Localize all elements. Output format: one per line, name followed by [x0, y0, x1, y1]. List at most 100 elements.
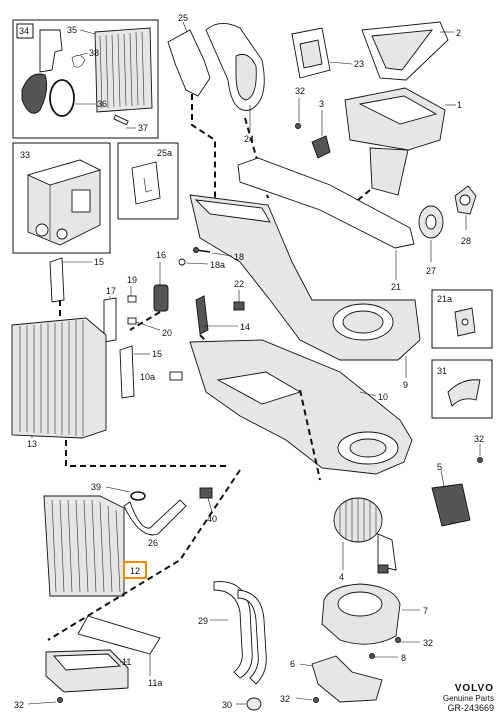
callout-1: 1 [457, 100, 462, 110]
callout-25a: 25a [157, 148, 172, 158]
callout-15-top: 15 [94, 257, 104, 267]
callout-21: 21 [391, 282, 401, 292]
inset-25a: 25a [117, 142, 179, 220]
filter-group-12: 12 [43, 495, 147, 597]
callout-29: 29 [198, 616, 208, 626]
clip-part-3 [311, 135, 331, 159]
callout-box-12[interactable] [123, 561, 147, 579]
callout-25: 25 [178, 13, 188, 23]
bracket-part-15-lower [119, 345, 135, 399]
inset-31: 31 [431, 359, 493, 419]
grommet-part-30 [246, 697, 262, 711]
plate-part-25a [131, 161, 161, 205]
callout-19: 19 [127, 275, 137, 285]
washer-part-18a [178, 258, 186, 266]
heater-core-group-13: 13 [11, 317, 107, 449]
screw-part-32-mid [395, 637, 401, 643]
callout-32-top: 32 [295, 86, 305, 96]
screw-part-32-top [295, 123, 301, 129]
diagram-reference: GR-243669 [447, 703, 494, 713]
seal-part-31 [447, 379, 481, 407]
callout-33: 33 [20, 150, 30, 160]
ring-part-19 [127, 295, 137, 303]
bracket-part-25 [167, 29, 211, 97]
screw-part-32-lower [313, 697, 319, 703]
callout-26: 26 [148, 538, 158, 548]
callout-32-bottom: 32 [14, 700, 24, 710]
brand-logo: VOLVO [454, 683, 494, 694]
callout-30: 30 [222, 700, 232, 710]
callout-31: 31 [437, 366, 447, 376]
drain-hose-group: 29 30 [198, 581, 267, 711]
callout-24: 24 [244, 134, 254, 144]
cabin-filter-part-12 [43, 495, 125, 597]
callout-2: 2 [456, 28, 461, 38]
callout-35: 35 [67, 25, 77, 35]
sheet-part-11a [77, 615, 161, 655]
callout-40: 40 [207, 514, 217, 524]
screw-part-8 [369, 653, 375, 659]
callout-11: 11 [122, 657, 131, 667]
callout-11a: 11a [148, 678, 162, 688]
duct-part-21 [237, 157, 415, 249]
brand-subtitle: Genuine Parts [442, 694, 494, 703]
sensor-part-40 [199, 487, 213, 499]
callout-9: 9 [403, 380, 408, 390]
callout-13: 13 [27, 439, 37, 449]
callout-32-mid: 32 [423, 638, 433, 648]
hose-part-26 [123, 499, 187, 536]
blower-group: 5 32 4 7 32 8 6 32 [280, 434, 484, 704]
callout-37: 37 [138, 123, 148, 133]
callout-4: 4 [339, 572, 344, 582]
callout-16: 16 [156, 250, 166, 260]
bracket-part-6 [311, 655, 383, 703]
callout-17: 17 [106, 286, 116, 296]
inset-kit-34: 34 35 38 36 37 [12, 19, 159, 139]
callout-34: 34 [19, 26, 29, 36]
harness-part [21, 73, 48, 114]
callout-6: 6 [290, 659, 295, 669]
brand-block: VOLVO Genuine Parts GR-243669 [443, 683, 494, 713]
ring-part-20 [127, 317, 137, 325]
hose-group: 39 26 40 [91, 482, 217, 548]
sensor-part-14 [195, 295, 209, 335]
screw-part-37 [113, 114, 129, 126]
callout-18: 18 [234, 252, 244, 262]
callout-14: 14 [240, 322, 250, 332]
bracket-part-34 [39, 29, 63, 73]
housing-group-10: 10 [189, 339, 413, 475]
callout-22: 22 [234, 279, 244, 289]
callout-12[interactable]: 12 [130, 566, 140, 576]
screw-part-32-bottom [57, 697, 63, 703]
callout-18a: 18a [210, 260, 225, 270]
pipe-part-17 [103, 297, 117, 343]
cover-group-11: 11a 11 32 [14, 615, 162, 710]
callout-5: 5 [437, 462, 442, 472]
o-ring-part-39 [130, 491, 146, 501]
callout-23: 23 [354, 59, 364, 69]
sensor-part-22 [233, 301, 245, 311]
callout-8: 8 [401, 653, 406, 663]
callout-32-lower: 32 [280, 694, 290, 704]
callout-7: 7 [423, 606, 428, 616]
callout-28: 28 [461, 236, 471, 246]
screw-part-32-right [477, 457, 483, 463]
callout-3: 3 [319, 99, 324, 109]
callout-20: 20 [162, 328, 172, 338]
callout-39: 39 [91, 482, 101, 492]
callout-32-right: 32 [474, 434, 484, 444]
callout-10a: 10a [140, 372, 155, 382]
inset-21a: 21a [431, 289, 493, 349]
inset-tag-34 [16, 23, 34, 39]
screw-part-18 [193, 247, 199, 253]
inset-housing-33: 33 [12, 142, 111, 254]
resistor-part-5 [431, 483, 471, 527]
callout-36: 36 [97, 99, 107, 109]
housing-group-9: 9 [189, 194, 421, 390]
callout-27: 27 [426, 266, 436, 276]
duct-group-21: 21 27 28 [237, 157, 477, 292]
valve-part-16 [153, 284, 169, 312]
clip-part-10a [169, 371, 183, 381]
duct-group-top: 25 24 23 2 1 3 32 [167, 13, 462, 196]
